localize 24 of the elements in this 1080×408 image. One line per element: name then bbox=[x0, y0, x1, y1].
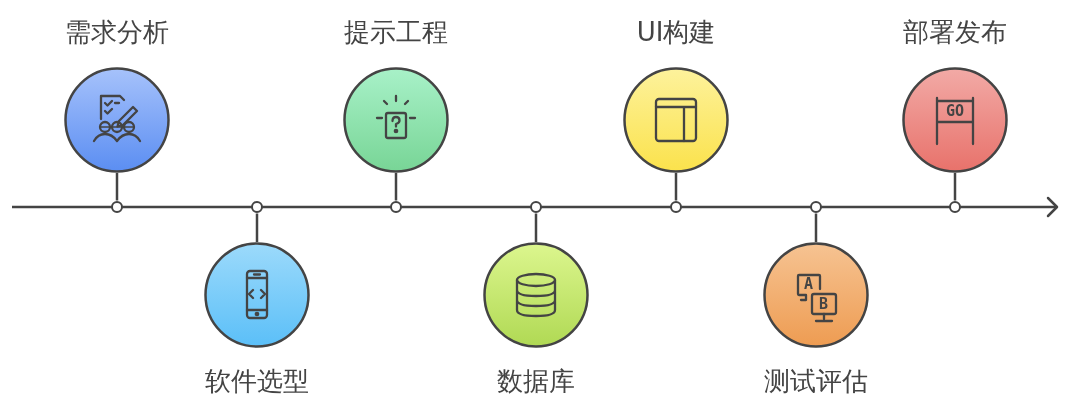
connector-line bbox=[953, 173, 957, 201]
connector-line bbox=[115, 173, 119, 201]
connector-line bbox=[534, 213, 538, 242]
connector-line bbox=[255, 213, 259, 242]
connector-line bbox=[674, 173, 678, 201]
stage-label: 部署发布 bbox=[902, 16, 1008, 49]
stage-label: 数据库 bbox=[496, 365, 576, 398]
timeline-dot bbox=[948, 200, 961, 213]
stage-label: 测试评估 bbox=[763, 365, 869, 398]
timeline-dot bbox=[809, 200, 822, 213]
timeline-dot bbox=[669, 200, 682, 213]
stage-label: UI构建 bbox=[635, 16, 717, 49]
timeline-dot bbox=[110, 200, 123, 213]
timeline-dot bbox=[250, 200, 263, 213]
icon-letter: GO bbox=[946, 103, 965, 119]
icon-letter: A bbox=[804, 276, 814, 292]
stage-label: 需求分析 bbox=[64, 16, 170, 49]
timeline-dot bbox=[389, 200, 402, 213]
connector-line bbox=[394, 173, 398, 201]
timeline-dot bbox=[529, 200, 542, 213]
icon-letter: B bbox=[819, 296, 829, 312]
stage-label: 提示工程 bbox=[343, 16, 449, 49]
stage-label: 软件选型 bbox=[204, 365, 310, 398]
connector-line bbox=[814, 213, 818, 242]
